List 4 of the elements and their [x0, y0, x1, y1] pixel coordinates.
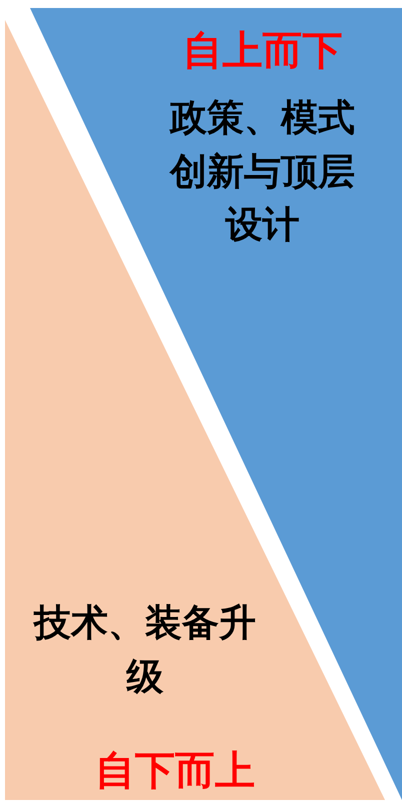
- heading: 自下而上: [94, 747, 256, 795]
- heading: 自上而下: [182, 27, 344, 75]
- body-text: 政策、模式创新与顶层设计: [168, 97, 356, 248]
- body-text: 技术、装备升级: [32, 602, 257, 700]
